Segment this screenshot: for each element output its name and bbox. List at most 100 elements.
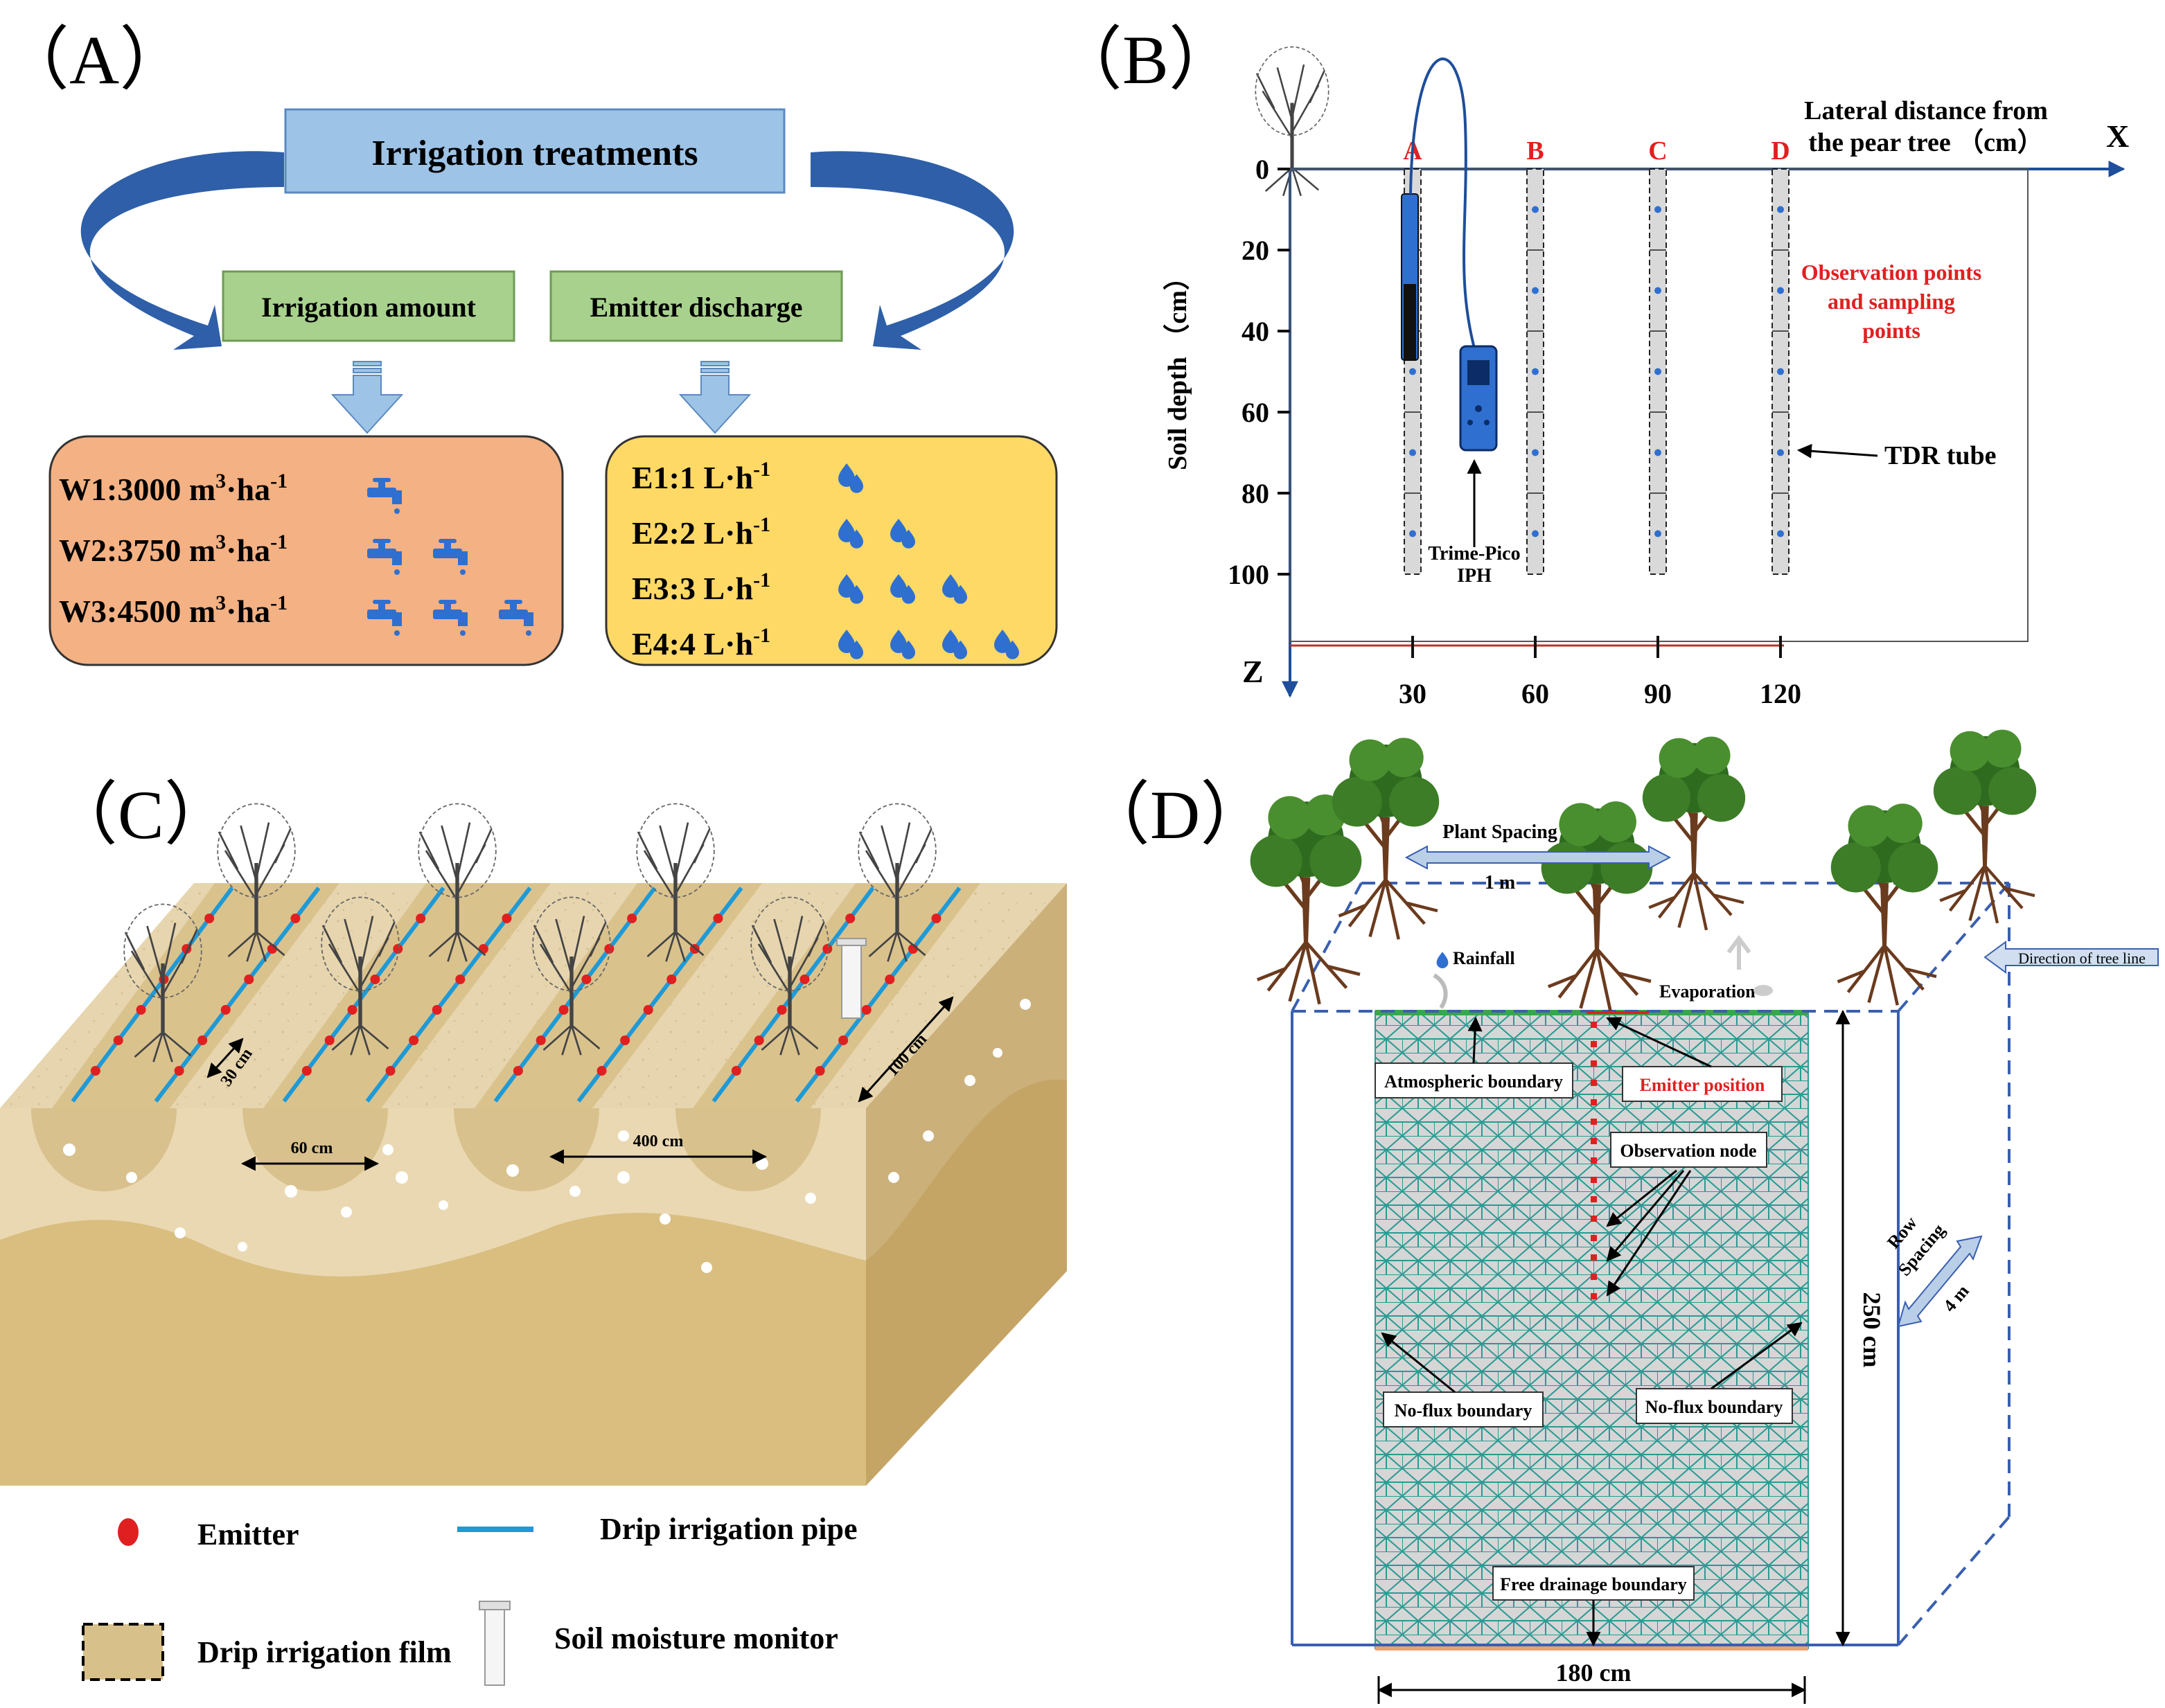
observation-point bbox=[1409, 449, 1416, 456]
observation-node-marker bbox=[1591, 1119, 1597, 1125]
observation-node-marker bbox=[1591, 1293, 1597, 1299]
rainfall-drop-icon bbox=[1436, 952, 1449, 968]
panel-b-label: （B） bbox=[1053, 21, 1238, 98]
observation-point bbox=[1654, 206, 1661, 213]
emitter-discharge-label: Emitter discharge bbox=[590, 292, 803, 323]
irrigation-amount-label: Irrigation amount bbox=[261, 292, 477, 323]
emitter-discharge-box bbox=[549, 270, 843, 342]
emitter-dot bbox=[845, 914, 856, 923]
curved-arrow-left bbox=[80, 151, 284, 350]
emitter-dot bbox=[393, 944, 403, 954]
observation-node-marker bbox=[1591, 1235, 1597, 1241]
model-tree-6 bbox=[1934, 729, 2036, 923]
observation-point bbox=[1654, 287, 1661, 294]
mesh-domain bbox=[1375, 1011, 1809, 1649]
e-treatments-box bbox=[605, 435, 1058, 666]
observation-point bbox=[1777, 287, 1784, 294]
emitter-dot bbox=[604, 944, 615, 954]
observation-point bbox=[1654, 449, 1661, 456]
emitter-dot bbox=[370, 975, 380, 984]
plant-spacing-arrow bbox=[1404, 845, 1672, 870]
x-tick-label: 60 bbox=[1521, 678, 1549, 709]
block-front-lower bbox=[0, 1212, 866, 1486]
drip-pipe bbox=[712, 887, 875, 1103]
emitter-dot bbox=[620, 1035, 630, 1045]
rainfall-arrow bbox=[1433, 973, 1448, 1009]
panel-d: （D） Plant Spacing 1 m Rainfall bbox=[1081, 729, 2159, 1704]
observation-point bbox=[1532, 449, 1539, 456]
y-axis-label: Soil depth （cm） bbox=[1163, 264, 1192, 470]
drip-pipe bbox=[365, 887, 532, 1103]
evaporation-label: Evaporation bbox=[1659, 981, 1756, 1002]
tube-label: C bbox=[1648, 136, 1667, 166]
observation-point bbox=[1654, 368, 1661, 375]
depth-250-label: 250 cm bbox=[1858, 1292, 1886, 1368]
drip-pipe bbox=[154, 887, 321, 1103]
emitter-dot bbox=[90, 1066, 100, 1076]
drip-pipe bbox=[71, 887, 234, 1103]
emitter-dot bbox=[290, 914, 301, 923]
emitter-dot bbox=[301, 1066, 312, 1076]
emitter-dot bbox=[197, 1035, 208, 1045]
width-180-label: 180 cm bbox=[1556, 1659, 1632, 1687]
emitter-dot bbox=[385, 1066, 396, 1076]
emitter-dot bbox=[643, 1005, 653, 1015]
dim-400-label: 400 cm bbox=[633, 1132, 684, 1150]
observation-points-label-2: and sampling bbox=[1828, 289, 1955, 314]
depth-tick-label: 40 bbox=[1241, 316, 1269, 347]
probe-label-line2: IPH bbox=[1457, 565, 1492, 587]
observation-point bbox=[1777, 206, 1784, 213]
soil-moisture-monitor-icon bbox=[836, 938, 867, 1019]
observation-point bbox=[1777, 449, 1784, 456]
panel-c-label: （C） bbox=[48, 776, 233, 853]
emitter-dot bbox=[220, 1005, 231, 1015]
emitter-dot bbox=[581, 975, 592, 984]
row-spacing-value: 4 m bbox=[1939, 1281, 1973, 1315]
block-side-lower bbox=[866, 1079, 1067, 1486]
panel-a: （A） Irrigation treatments Irrigation amo… bbox=[0, 21, 1058, 666]
emitter-dot bbox=[666, 975, 677, 984]
model-tree-3 bbox=[1541, 801, 1653, 1011]
emitter-dot bbox=[799, 975, 810, 984]
emitter-dot bbox=[861, 1005, 872, 1015]
w-item-1: W1:3000 m3·ha-1 bbox=[59, 470, 288, 507]
panel-c: （C） bbox=[0, 776, 1067, 1686]
tree-line-direction-label: Direction of tree line bbox=[2018, 950, 2146, 967]
emitter-dot bbox=[432, 1005, 442, 1015]
observation-node-marker bbox=[1591, 1022, 1597, 1028]
legend-pipe-label: Drip irrigation pipe bbox=[600, 1512, 858, 1546]
observation-node-marker bbox=[1591, 1216, 1597, 1222]
legend-monitor-label: Soil moisture monitor bbox=[554, 1621, 838, 1655]
x-axis-label-line2: the pear tree （cm） bbox=[1808, 128, 2043, 157]
plant-spacing-value: 1 m bbox=[1485, 872, 1515, 893]
evaporation-arrow bbox=[1726, 935, 1751, 970]
emitter-dot bbox=[174, 1066, 184, 1076]
depth-tick-label: 100 bbox=[1228, 559, 1269, 590]
observation-points-label-1: Observation points bbox=[1801, 260, 1981, 285]
tube-label: B bbox=[1526, 136, 1544, 166]
legend-emitter-swatch bbox=[118, 1518, 139, 1546]
emitter-dot bbox=[822, 944, 833, 954]
x-tick-label: 90 bbox=[1644, 678, 1672, 709]
e-treatment-list: E1:1 L·h-1E2:2 L·h-1E3:3 L·h-1E4:4 L·h-1 bbox=[632, 458, 1019, 661]
emitter-dot bbox=[777, 1005, 787, 1015]
observation-node-marker bbox=[1591, 1041, 1597, 1047]
emitter-dot bbox=[713, 914, 723, 923]
depth-tick-label: 60 bbox=[1241, 397, 1269, 428]
observation-node-marker bbox=[1591, 1177, 1597, 1183]
x-tick-label: 120 bbox=[1760, 678, 1801, 709]
down-arrow-right bbox=[678, 361, 752, 434]
observation-point bbox=[1777, 530, 1784, 537]
emitter-dot bbox=[324, 1035, 335, 1045]
drip-pipe bbox=[282, 887, 445, 1103]
model-tree-4 bbox=[1643, 736, 1745, 929]
emitter-dot bbox=[409, 1035, 419, 1045]
tube-label: D bbox=[1771, 136, 1790, 166]
observation-point bbox=[1532, 530, 1539, 537]
tdr-tube bbox=[1526, 168, 1544, 575]
panel-a-label: （A） bbox=[0, 21, 188, 98]
evaporation-cloud-icon bbox=[1753, 985, 1773, 996]
film-strip-4 bbox=[693, 883, 980, 1108]
